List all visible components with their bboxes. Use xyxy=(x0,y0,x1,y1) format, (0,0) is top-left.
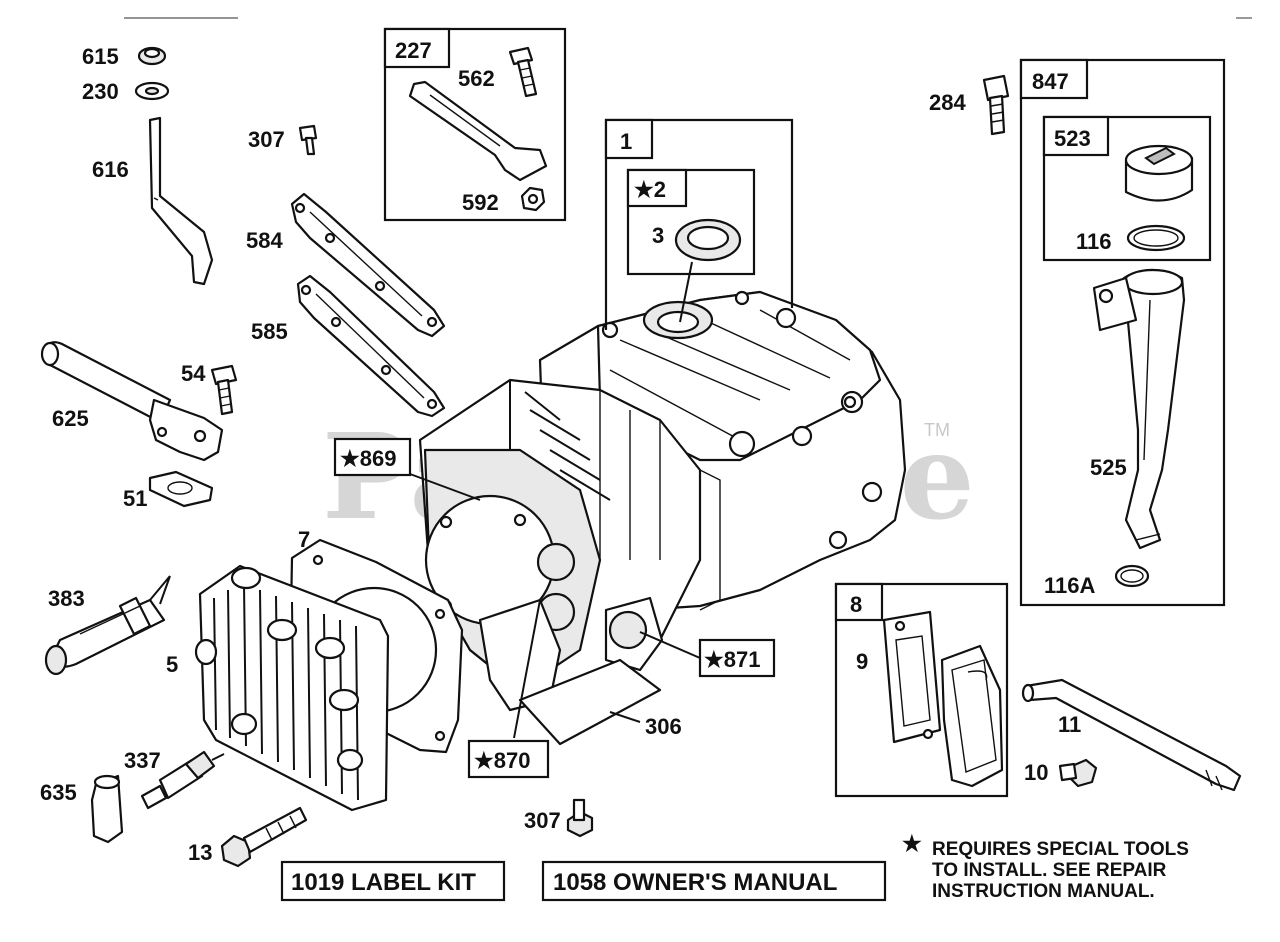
callout-615: 615 xyxy=(82,44,119,69)
callout-562: 562 xyxy=(458,66,495,91)
part-584 xyxy=(290,192,446,338)
box-8: 8 xyxy=(834,582,1009,798)
callout-635: 635 xyxy=(40,780,77,805)
box-847: 847 523 xyxy=(1019,58,1226,607)
part-10 xyxy=(1058,758,1098,788)
box-871: ★871 xyxy=(698,638,776,678)
governor-lever xyxy=(408,80,548,182)
part-625 xyxy=(40,341,224,462)
callout-584: 584 xyxy=(246,228,283,253)
callout-10: 10 xyxy=(1024,760,1048,785)
callout-306: 306 xyxy=(645,714,682,739)
box-870: ★870 xyxy=(467,739,550,779)
watermark-trademark: TM xyxy=(924,420,950,440)
callout-7: 7 xyxy=(298,527,310,552)
part-307-top xyxy=(298,124,318,156)
special-tools-note: ★ REQUIRES SPECIAL TOOLS TO INSTALL. SEE… xyxy=(902,831,1189,902)
callout-51: 51 xyxy=(123,486,147,511)
callout-383: 383 xyxy=(48,586,85,611)
callout-230: 230 xyxy=(82,79,119,104)
callout-307-top: 307 xyxy=(248,127,285,152)
label-kit-box: 1019 LABEL KIT xyxy=(280,860,506,902)
note-line-2: TO INSTALL. SEE REPAIR xyxy=(932,860,1167,881)
callout-13: 13 xyxy=(188,840,212,865)
callout-337: 337 xyxy=(124,748,161,773)
box-523-label: 523 xyxy=(1054,126,1091,151)
part-585 xyxy=(296,274,446,418)
callout-284: 284 xyxy=(929,90,966,115)
part-54 xyxy=(210,364,238,416)
part-230 xyxy=(134,81,170,101)
callout-5: 5 xyxy=(166,652,178,677)
note-line-3: INSTRUCTION MANUAL. xyxy=(932,881,1155,902)
box-8-label: 8 xyxy=(850,592,862,617)
callout-525: 525 xyxy=(1090,455,1127,480)
callout-116: 116 xyxy=(1076,229,1112,254)
part-5 xyxy=(194,564,390,812)
breather-cover xyxy=(940,644,1004,788)
box-227-label: 227 xyxy=(395,38,432,63)
callout-616: 616 xyxy=(92,157,129,182)
note-star: ★ xyxy=(902,831,922,856)
callout-585: 585 xyxy=(251,319,288,344)
part-635 xyxy=(90,774,124,844)
box-227: 227 xyxy=(383,27,567,222)
note-line-1: REQUIRES SPECIAL TOOLS xyxy=(932,839,1189,860)
callout-307-bottom: 307 xyxy=(524,808,561,833)
box-870-label: ★870 xyxy=(474,748,530,773)
box-2-label: ★2 xyxy=(634,177,666,202)
part-13 xyxy=(220,806,308,868)
part-284 xyxy=(982,74,1010,136)
callout-9: 9 xyxy=(856,649,868,674)
part-337 xyxy=(140,750,225,810)
part-307-bottom xyxy=(566,798,594,838)
callout-11: 11 xyxy=(1058,712,1081,737)
callout-54: 54 xyxy=(181,361,206,386)
box-1-label: 1 xyxy=(620,129,632,154)
leader-871 xyxy=(639,631,701,659)
part-306 xyxy=(518,658,662,746)
callout-625: 625 xyxy=(52,406,89,431)
callout-592: 592 xyxy=(462,190,499,215)
part-616 xyxy=(148,116,214,286)
box-869: ★869 xyxy=(333,437,412,477)
owners-manual-text: 1058 OWNER'S MANUAL xyxy=(553,869,837,896)
box-1: 1 ★2 xyxy=(604,118,794,330)
label-kit-text: 1019 LABEL KIT xyxy=(291,869,476,896)
callout-116a: 116A xyxy=(1044,573,1095,598)
gasket-9 xyxy=(882,610,942,744)
box-869-label: ★869 xyxy=(340,446,396,471)
leader-870 xyxy=(513,599,541,739)
box-871-label: ★871 xyxy=(704,647,760,672)
owners-manual-box: 1058 OWNER'S MANUAL xyxy=(541,860,887,902)
callout-3: 3 xyxy=(652,223,664,248)
part-11 xyxy=(1021,678,1242,792)
part-383 xyxy=(44,575,171,676)
box-847-label: 847 xyxy=(1032,69,1069,94)
cylinder-block xyxy=(418,290,907,712)
leader-869 xyxy=(409,473,481,501)
part-51 xyxy=(148,470,214,508)
part-615 xyxy=(137,46,167,66)
